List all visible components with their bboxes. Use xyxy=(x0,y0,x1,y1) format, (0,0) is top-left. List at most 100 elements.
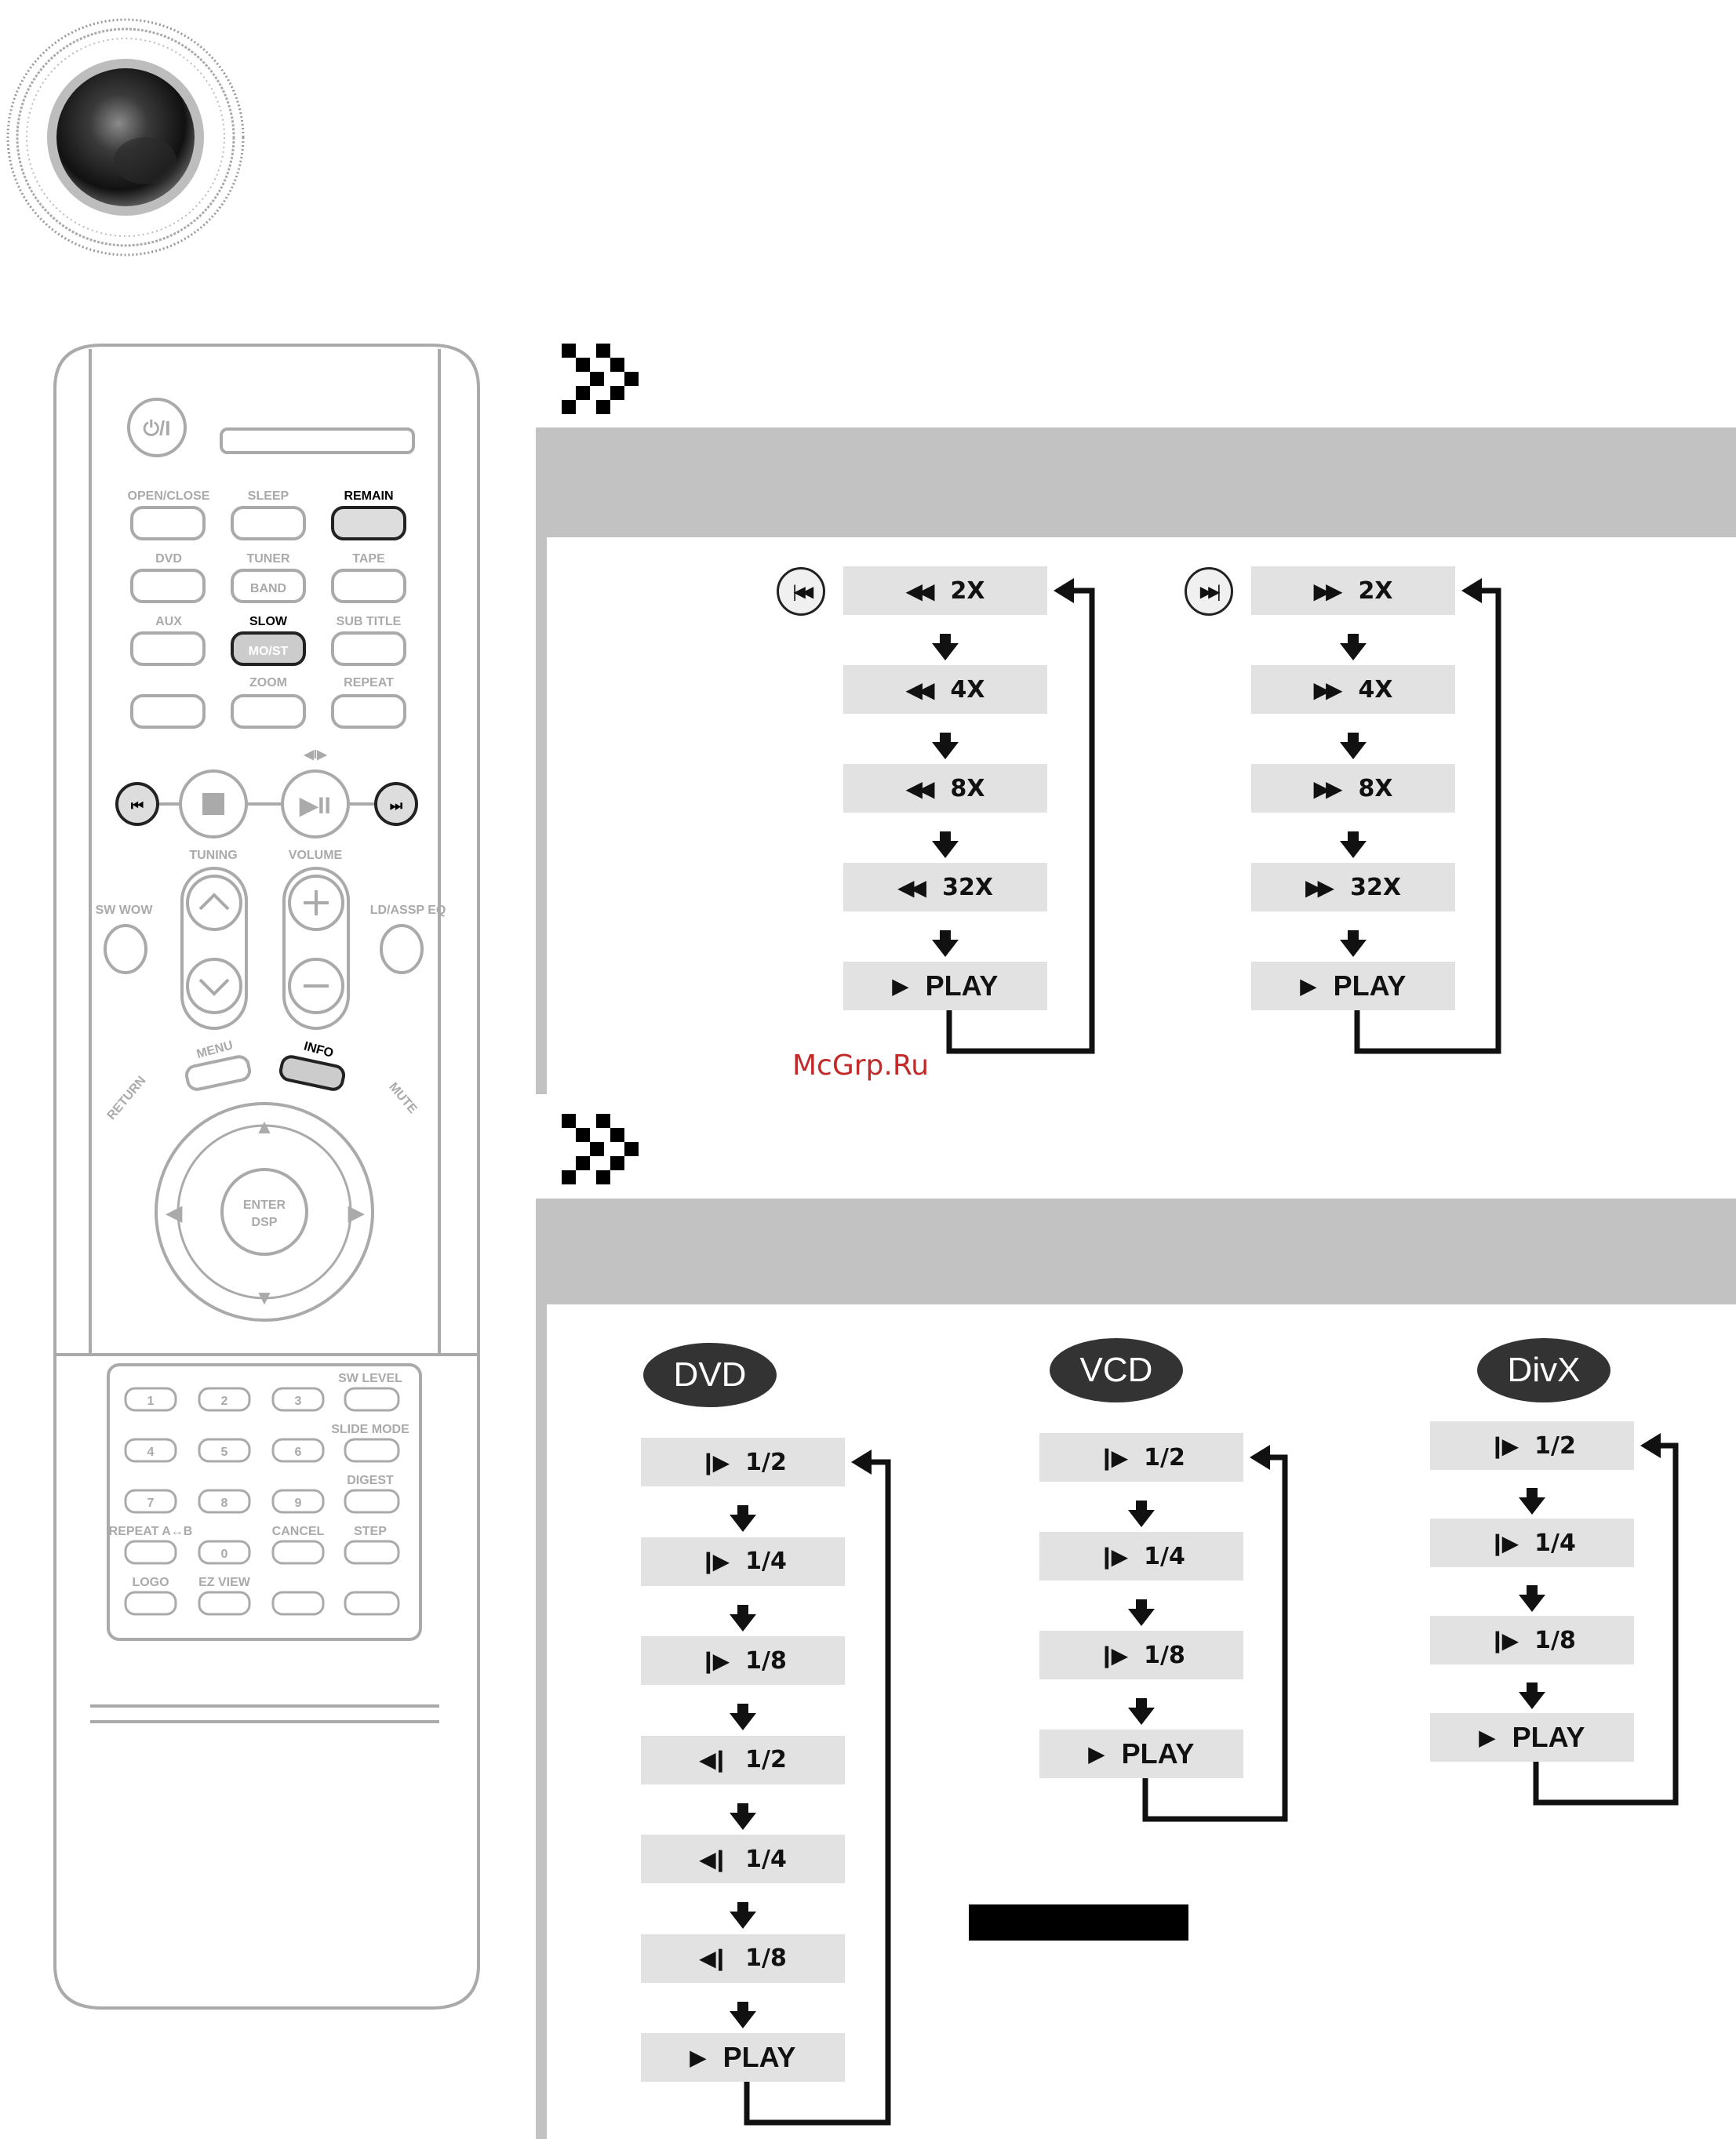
speed-glyph-icon: ▶ xyxy=(1088,1741,1105,1766)
svg-text:5: 5 xyxy=(221,1446,228,1459)
step-box: ❙▶ 1/8 xyxy=(641,1636,845,1685)
speed-glyph-icon: ❙▶ xyxy=(1097,1543,1128,1570)
tuner-band-button[interactable] xyxy=(231,569,306,603)
svg-text:SLEEP: SLEEP xyxy=(248,489,289,503)
blank-button[interactable] xyxy=(130,694,206,729)
speed-glyph-icon: ❙▶ xyxy=(1488,1627,1519,1653)
speed-glyph-icon: ❙▶ xyxy=(1488,1432,1519,1459)
digest-button[interactable] xyxy=(344,1489,400,1514)
down-arrow-icon xyxy=(730,2001,756,2028)
skip-forward-button[interactable]: ⏭ xyxy=(374,782,418,826)
step-box: ❙▶1/8 xyxy=(1430,1616,1634,1664)
step-box: ▶▶8X xyxy=(1251,764,1455,813)
svg-text:▶II: ▶II xyxy=(299,793,331,819)
svg-text:▶: ▶ xyxy=(348,1201,365,1224)
down-arrow-icon xyxy=(1340,634,1367,660)
dvd-disc-label: DVD xyxy=(643,1343,777,1407)
divx-disc-label: DivX xyxy=(1477,1338,1610,1402)
logo-button[interactable] xyxy=(124,1591,177,1616)
remote-control: ⏻/I OPEN/CLOSE SLEEP REMAIN DVD TUNER BA… xyxy=(53,344,480,2010)
step-button[interactable] xyxy=(344,1540,400,1565)
down-arrow-icon xyxy=(1128,1501,1155,1527)
sw-wow-button[interactable] xyxy=(104,924,147,974)
speed-glyph-icon: ▶▶ xyxy=(1305,874,1334,900)
svg-text:SLIDE MODE: SLIDE MODE xyxy=(331,1423,409,1436)
step-label: 1/4 xyxy=(1144,1542,1185,1570)
svg-text:BAND: BAND xyxy=(250,582,286,595)
repeat-button[interactable] xyxy=(331,694,406,729)
enter-button[interactable] xyxy=(220,1168,308,1256)
panel-edge xyxy=(536,537,547,1094)
step-label: 1/4 xyxy=(1534,1529,1576,1557)
down-arrow-icon xyxy=(1340,930,1367,957)
step-box: ❙▶ 1/4 xyxy=(1039,1532,1243,1581)
volume-rocker[interactable] xyxy=(282,867,350,1030)
step-box: ▶▶2X xyxy=(1251,566,1455,615)
power-button[interactable]: ⏻/I xyxy=(127,398,187,457)
step-box: ▶PLAY xyxy=(1430,1713,1634,1762)
speed-glyph-icon: ▶ xyxy=(1479,1725,1495,1749)
svg-text:SW LEVEL: SW LEVEL xyxy=(338,1372,402,1385)
sleep-button[interactable] xyxy=(231,506,306,540)
tape-button[interactable] xyxy=(331,569,406,603)
remain-button[interactable] xyxy=(331,506,406,540)
step-box: ❙▶1/2 xyxy=(1430,1421,1634,1470)
step-label: 8X xyxy=(950,774,985,802)
slow-mo-st-button[interactable] xyxy=(231,631,306,666)
section-marker-icon xyxy=(562,344,639,414)
num-buttons[interactable]: 1 2 3 4 5 6 7 8 9 0 xyxy=(124,1387,325,1565)
skip-back-button[interactable]: ⏮ xyxy=(115,782,159,826)
menu-button[interactable] xyxy=(184,1055,252,1091)
svg-text:TUNING: TUNING xyxy=(189,849,237,862)
speed-glyph-icon: ▶ xyxy=(892,973,908,998)
svg-text:CANCEL: CANCEL xyxy=(272,1525,325,1538)
speed-glyph-icon: ▶▶ xyxy=(1313,577,1342,604)
step-box: ◀❙1/4 xyxy=(641,1835,845,1883)
speed-glyph-icon: ◀❙ xyxy=(699,1747,730,1773)
svg-text:ZOOM: ZOOM xyxy=(249,676,287,689)
step-label: 4X xyxy=(1358,675,1393,704)
aux-button[interactable] xyxy=(130,631,206,666)
play-pause-button[interactable]: ▶II ◀I▶ xyxy=(281,748,350,839)
svg-text:VOLUME: VOLUME xyxy=(289,849,343,862)
loop-back-arrow-icon xyxy=(1533,1433,1679,1806)
function-button-a[interactable] xyxy=(271,1591,325,1616)
step-label: 1/2 xyxy=(1144,1443,1185,1471)
step-label: 1/2 xyxy=(745,1448,787,1476)
speed-glyph-icon: ❙▶ xyxy=(699,1647,730,1674)
loop-back-arrow-icon xyxy=(1354,578,1501,1054)
step-label: 1/4 xyxy=(745,1845,787,1873)
function-button-b[interactable] xyxy=(344,1591,400,1616)
step-label: PLAY xyxy=(722,2041,796,2073)
section-marker-icon xyxy=(562,1114,639,1184)
svg-text:MUTE: MUTE xyxy=(386,1080,419,1116)
open-close-button[interactable] xyxy=(130,506,206,540)
svg-text:1: 1 xyxy=(147,1395,155,1408)
tuning-rocker[interactable] xyxy=(180,867,248,1030)
svg-text:TUNER: TUNER xyxy=(246,552,290,566)
svg-text:7: 7 xyxy=(147,1497,155,1510)
info-button[interactable] xyxy=(278,1055,346,1091)
repeat-ab-button[interactable] xyxy=(124,1540,177,1565)
sw-level-button[interactable] xyxy=(344,1387,400,1412)
svg-text:DIGEST: DIGEST xyxy=(347,1474,394,1487)
step-box: ◀◀32X xyxy=(843,863,1047,911)
step-box: ◀◀2X xyxy=(843,566,1047,615)
step-label: 1/8 xyxy=(745,1646,787,1675)
eq-button[interactable] xyxy=(380,924,424,974)
subtitle-button[interactable] xyxy=(331,631,406,666)
ez-view-button[interactable] xyxy=(198,1591,251,1616)
step-box: ◀◀4X xyxy=(843,665,1047,714)
dvd-button[interactable] xyxy=(130,569,206,603)
speed-glyph-icon: ❙▶ xyxy=(1488,1530,1519,1556)
step-box: ▶▶ 32X xyxy=(1251,863,1455,911)
step-box: ▶PLAY xyxy=(1039,1730,1243,1778)
stop-button[interactable] xyxy=(179,769,248,839)
svg-text:INFO: INFO xyxy=(303,1039,335,1060)
step-label: 32X xyxy=(1350,873,1401,901)
step-box: ▶PLAY xyxy=(843,962,1047,1010)
cancel-button[interactable] xyxy=(271,1540,325,1565)
speed-glyph-icon: ▶ xyxy=(1300,973,1316,998)
slide-mode-button[interactable] xyxy=(344,1438,400,1463)
zoom-button[interactable] xyxy=(231,694,306,729)
